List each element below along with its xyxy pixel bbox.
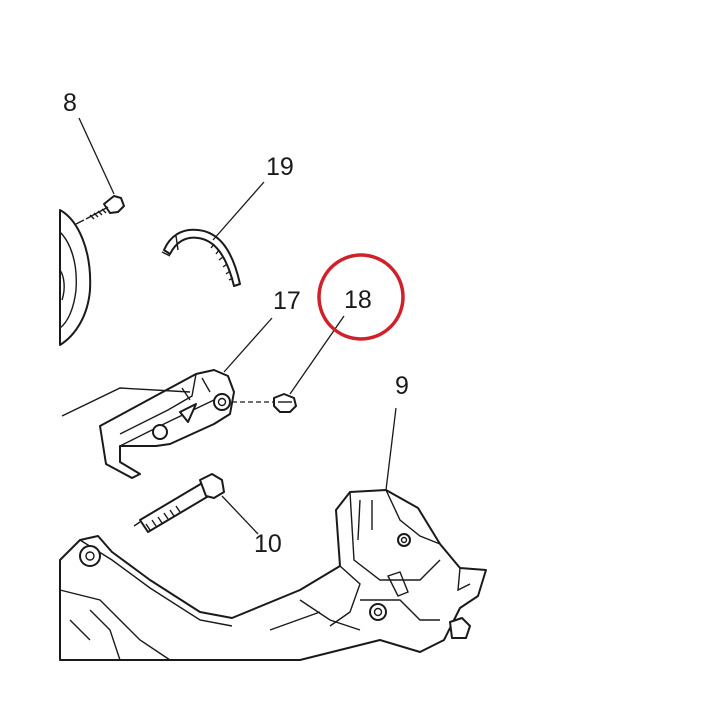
part-10-bolt [133,473,225,533]
housing-partial [59,209,92,346]
leader-17 [223,317,273,373]
part-18-screw [232,393,297,413]
leader-8 [78,117,115,195]
callout-10: 10 [254,530,282,558]
frame-edge-line [61,387,191,417]
leader-10 [221,495,259,535]
leader-18 [289,315,345,395]
leader-9 [385,407,397,491]
part-19-cable-tie [161,228,241,287]
callout-17: 17 [273,287,301,315]
callout-8: 8 [63,89,77,117]
callout-18-highlight-ring [317,253,405,341]
part-8-screw [75,195,125,225]
callout-18: 18 [344,286,372,314]
callout-9: 9 [395,372,409,400]
part-9-frame-assembly [59,489,487,661]
callout-19: 19 [266,153,294,181]
leader-19 [212,181,265,241]
part-17-bracket [99,369,235,479]
